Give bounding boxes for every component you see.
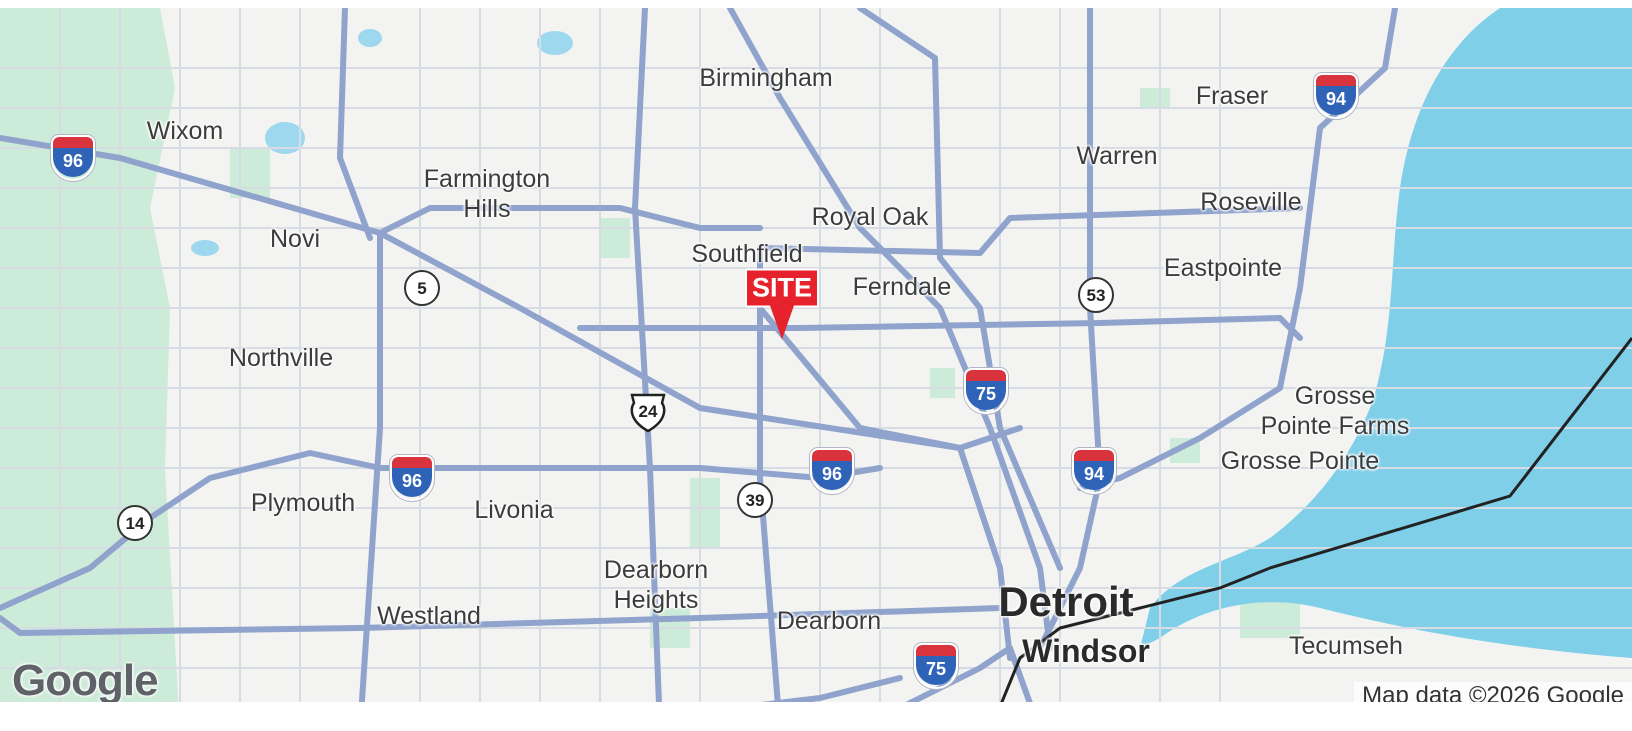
- interstate-75-shield: 75: [964, 368, 1008, 414]
- interstate-75-shield-south: 75: [914, 643, 958, 689]
- interstate-96-shield: 96: [51, 135, 95, 181]
- city-label-northville: Northville: [228, 344, 334, 372]
- interstate-96-shield-east: 96: [810, 448, 854, 494]
- city-label-fraser: Fraser: [1195, 82, 1269, 110]
- interstate-94-shield: 94: [1314, 73, 1358, 119]
- city-label-roseville: Roseville: [1200, 188, 1302, 216]
- city-label-royal-oak: Royal Oak: [811, 203, 929, 231]
- google-logo: Google: [12, 656, 159, 705]
- state-route-5-shield: 5: [404, 270, 440, 306]
- state-route-39-shield: 39: [737, 482, 773, 518]
- highways: [0, 8, 1398, 731]
- lakes: [191, 29, 573, 256]
- city-label-plymouth: Plymouth: [250, 489, 356, 517]
- city-label-livonia: Livonia: [474, 496, 554, 524]
- city-label-ferndale: Ferndale: [852, 273, 952, 301]
- city-label-tecumseh: Tecumseh: [1289, 632, 1403, 660]
- city-label-birmingham: Birmingham: [699, 64, 833, 92]
- city-label-grosse-pointe: Grosse Pointe: [1220, 447, 1380, 475]
- map-base-layer: [0, 8, 1632, 731]
- interstate-96-shield-west: 96: [390, 455, 434, 501]
- us-route-24-shield: 24: [628, 391, 668, 433]
- city-label-eastpointe: Eastpointe: [1163, 254, 1283, 282]
- interstate-94-shield-east: 94: [1072, 448, 1116, 494]
- city-label-wixom: Wixom: [146, 117, 224, 145]
- city-label-dearborn-heights: Dearborn Heights: [603, 556, 709, 614]
- site-marker-label: SITE: [744, 268, 820, 308]
- city-label-farmington-hills: Farmington Hills: [423, 165, 551, 223]
- site-marker-tip: [769, 305, 794, 340]
- state-route-53-shield: 53: [1078, 277, 1114, 313]
- map-canvas[interactable]: Birmingham Fraser Wixom Warren Farmingto…: [0, 8, 1632, 731]
- city-label-detroit: Detroit: [998, 578, 1134, 625]
- city-label-windsor: Windsor: [1022, 633, 1150, 669]
- city-label-grosse-pointe-farms: Grosse Pointe Farms: [1260, 382, 1410, 440]
- city-label-westland: Westland: [377, 602, 481, 630]
- page-bottom-margin: [0, 702, 1632, 731]
- site-marker-pin[interactable]: SITE: [744, 268, 820, 340]
- city-label-southfield: Southfield: [691, 240, 803, 268]
- state-route-14-shield: 14: [117, 505, 153, 541]
- city-label-warren: Warren: [1076, 142, 1158, 170]
- city-label-dearborn: Dearborn: [776, 607, 882, 635]
- city-label-novi: Novi: [269, 225, 321, 253]
- international-border: [988, 337, 1632, 731]
